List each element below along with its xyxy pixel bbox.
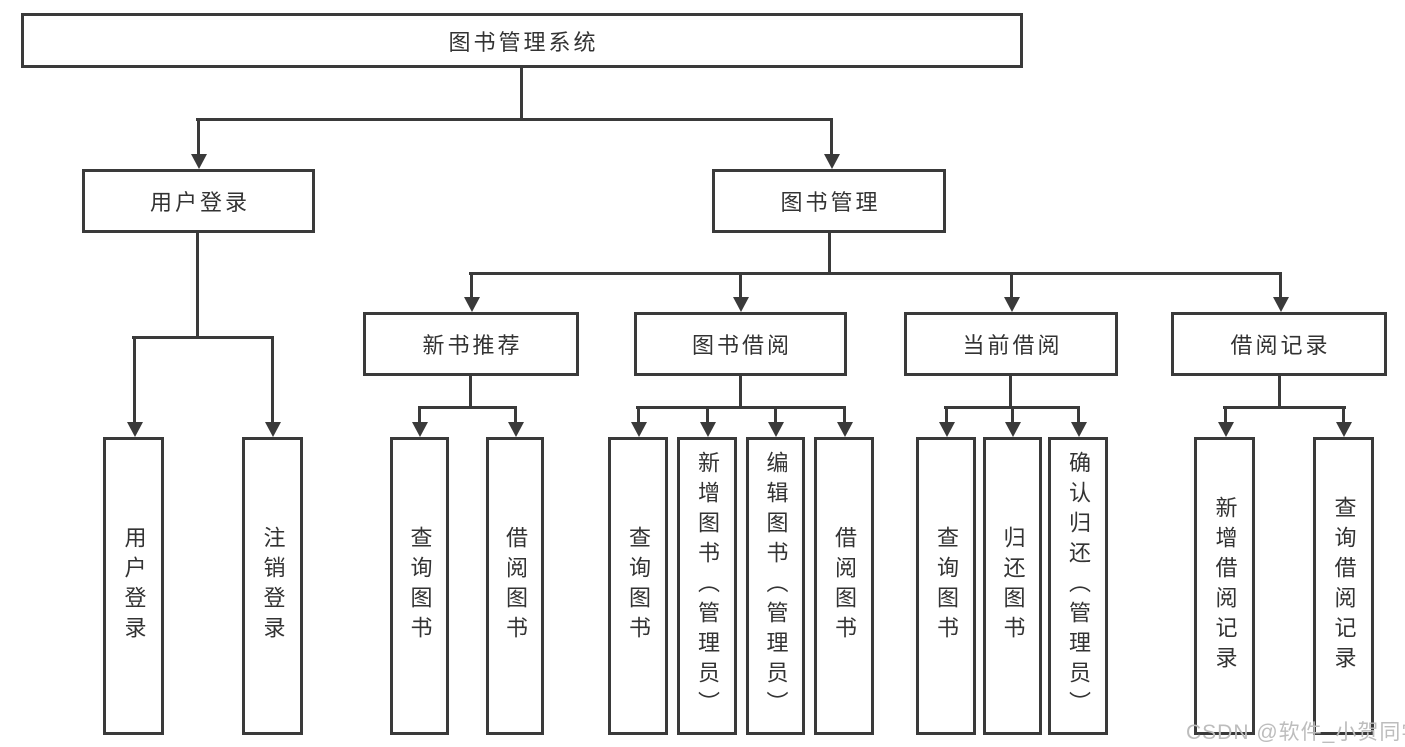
- leaf-logout: 注销登录: [242, 437, 303, 735]
- connector-book-management-split: [469, 272, 1281, 275]
- connector-book-borrowing-split: [636, 406, 846, 409]
- connector-new-book-split: [418, 406, 517, 409]
- arrow-to-leaf-user-login: [126, 336, 143, 437]
- node-user-login: 用户登录: [82, 169, 315, 233]
- leaf-borrow-books-2: 借阅图书: [814, 437, 874, 735]
- leaf-confirm-return-admin: 确认归还（管理员）: [1048, 437, 1108, 735]
- node-new-book-recommend: 新书推荐: [363, 312, 579, 376]
- arrow-to-borrowing-records: [1272, 272, 1289, 312]
- connector-book-borrowing-drop: [739, 376, 742, 406]
- leaf-borrow-books-1: 借阅图书: [486, 437, 544, 735]
- arrow-to-new-book-recommend: [463, 272, 480, 312]
- node-current-borrowing: 当前借阅: [904, 312, 1118, 376]
- arrow-to-leaf-query-books-2: [630, 406, 647, 437]
- node-user-login-label: 用户登录: [149, 190, 250, 215]
- node-borrowing-records: 借阅记录: [1171, 312, 1387, 376]
- node-book-borrowing: 图书借阅: [634, 312, 847, 376]
- connector-borrowing-records-drop: [1278, 376, 1281, 406]
- leaf-confirm-return-admin-label: 确认归还（管理员）: [1066, 451, 1091, 721]
- leaf-add-books-admin-label: 新增图书（管理员）: [695, 451, 720, 721]
- arrow-to-book-management: [823, 118, 840, 169]
- connector-user-login-split: [132, 336, 274, 339]
- leaf-edit-books-admin-label: 编辑图书（管理员）: [763, 451, 789, 721]
- arrow-to-leaf-query-borrow-record: [1335, 406, 1352, 437]
- leaf-query-books-3-label: 查询图书: [934, 526, 959, 646]
- arrow-to-leaf-borrow-books-2: [836, 406, 853, 437]
- leaf-query-books-2-label: 查询图书: [626, 526, 651, 646]
- leaf-return-books-label: 归还图书: [1000, 526, 1026, 646]
- leaf-edit-books-admin: 编辑图书（管理员）: [746, 437, 805, 735]
- connector-current-borrowing-drop: [1009, 376, 1012, 406]
- arrow-to-leaf-add-borrow-record: [1217, 406, 1234, 437]
- leaf-query-borrow-record: 查询借阅记录: [1313, 437, 1374, 735]
- node-new-book-recommend-label: 新书推荐: [422, 333, 523, 358]
- leaf-user-login: 用户登录: [103, 437, 164, 735]
- leaf-query-books-3: 查询图书: [916, 437, 976, 735]
- leaf-return-books: 归还图书: [983, 437, 1042, 735]
- node-book-management: 图书管理: [712, 169, 946, 233]
- leaf-query-books-1: 查询图书: [390, 437, 449, 735]
- leaf-user-login-label: 用户登录: [121, 526, 147, 646]
- arrow-to-leaf-query-books-3: [938, 406, 955, 437]
- connector-book-management-drop: [828, 233, 831, 272]
- node-current-borrowing-label: 当前借阅: [962, 333, 1063, 358]
- connector-user-login-drop: [196, 233, 199, 336]
- arrow-to-book-borrowing: [732, 272, 749, 312]
- connector-new-book-drop: [469, 376, 472, 406]
- leaf-add-borrow-record: 新增借阅记录: [1194, 437, 1255, 735]
- connector-root-split: [196, 118, 833, 121]
- arrow-to-user-login: [190, 118, 207, 169]
- arrow-to-leaf-add-books: [699, 406, 716, 437]
- connector-borrowing-records-split: [1223, 406, 1346, 409]
- arrow-to-leaf-query-books-1: [411, 406, 428, 437]
- leaf-add-books-admin: 新增图书（管理员）: [677, 437, 737, 735]
- csdn-watermark: CSDN @软件_小贺同学: [1186, 721, 1405, 744]
- leaf-query-books-2: 查询图书: [608, 437, 668, 735]
- node-book-borrowing-label: 图书借阅: [691, 333, 792, 358]
- arrow-to-leaf-confirm-return: [1070, 406, 1087, 437]
- leaf-borrow-books-1-label: 借阅图书: [503, 526, 528, 646]
- connector-root-drop: [520, 68, 523, 119]
- node-root-label: 图书管理系统: [448, 29, 599, 55]
- node-root: 图书管理系统: [21, 13, 1023, 68]
- arrow-to-current-borrowing: [1003, 272, 1020, 312]
- arrow-to-leaf-borrow-books-1: [507, 406, 524, 437]
- node-book-management-label: 图书管理: [780, 190, 881, 215]
- leaf-logout-label: 注销登录: [260, 526, 286, 646]
- leaf-borrow-books-2-label: 借阅图书: [832, 526, 857, 646]
- arrow-to-leaf-edit-books: [767, 406, 784, 437]
- leaf-query-books-1-label: 查询图书: [407, 526, 433, 646]
- arrow-to-leaf-logout: [264, 336, 281, 437]
- arrow-to-leaf-return-books: [1004, 406, 1021, 437]
- node-borrowing-records-label: 借阅记录: [1230, 333, 1331, 358]
- leaf-add-borrow-record-label: 新增借阅记录: [1212, 496, 1238, 676]
- leaf-query-borrow-record-label: 查询借阅记录: [1331, 496, 1357, 676]
